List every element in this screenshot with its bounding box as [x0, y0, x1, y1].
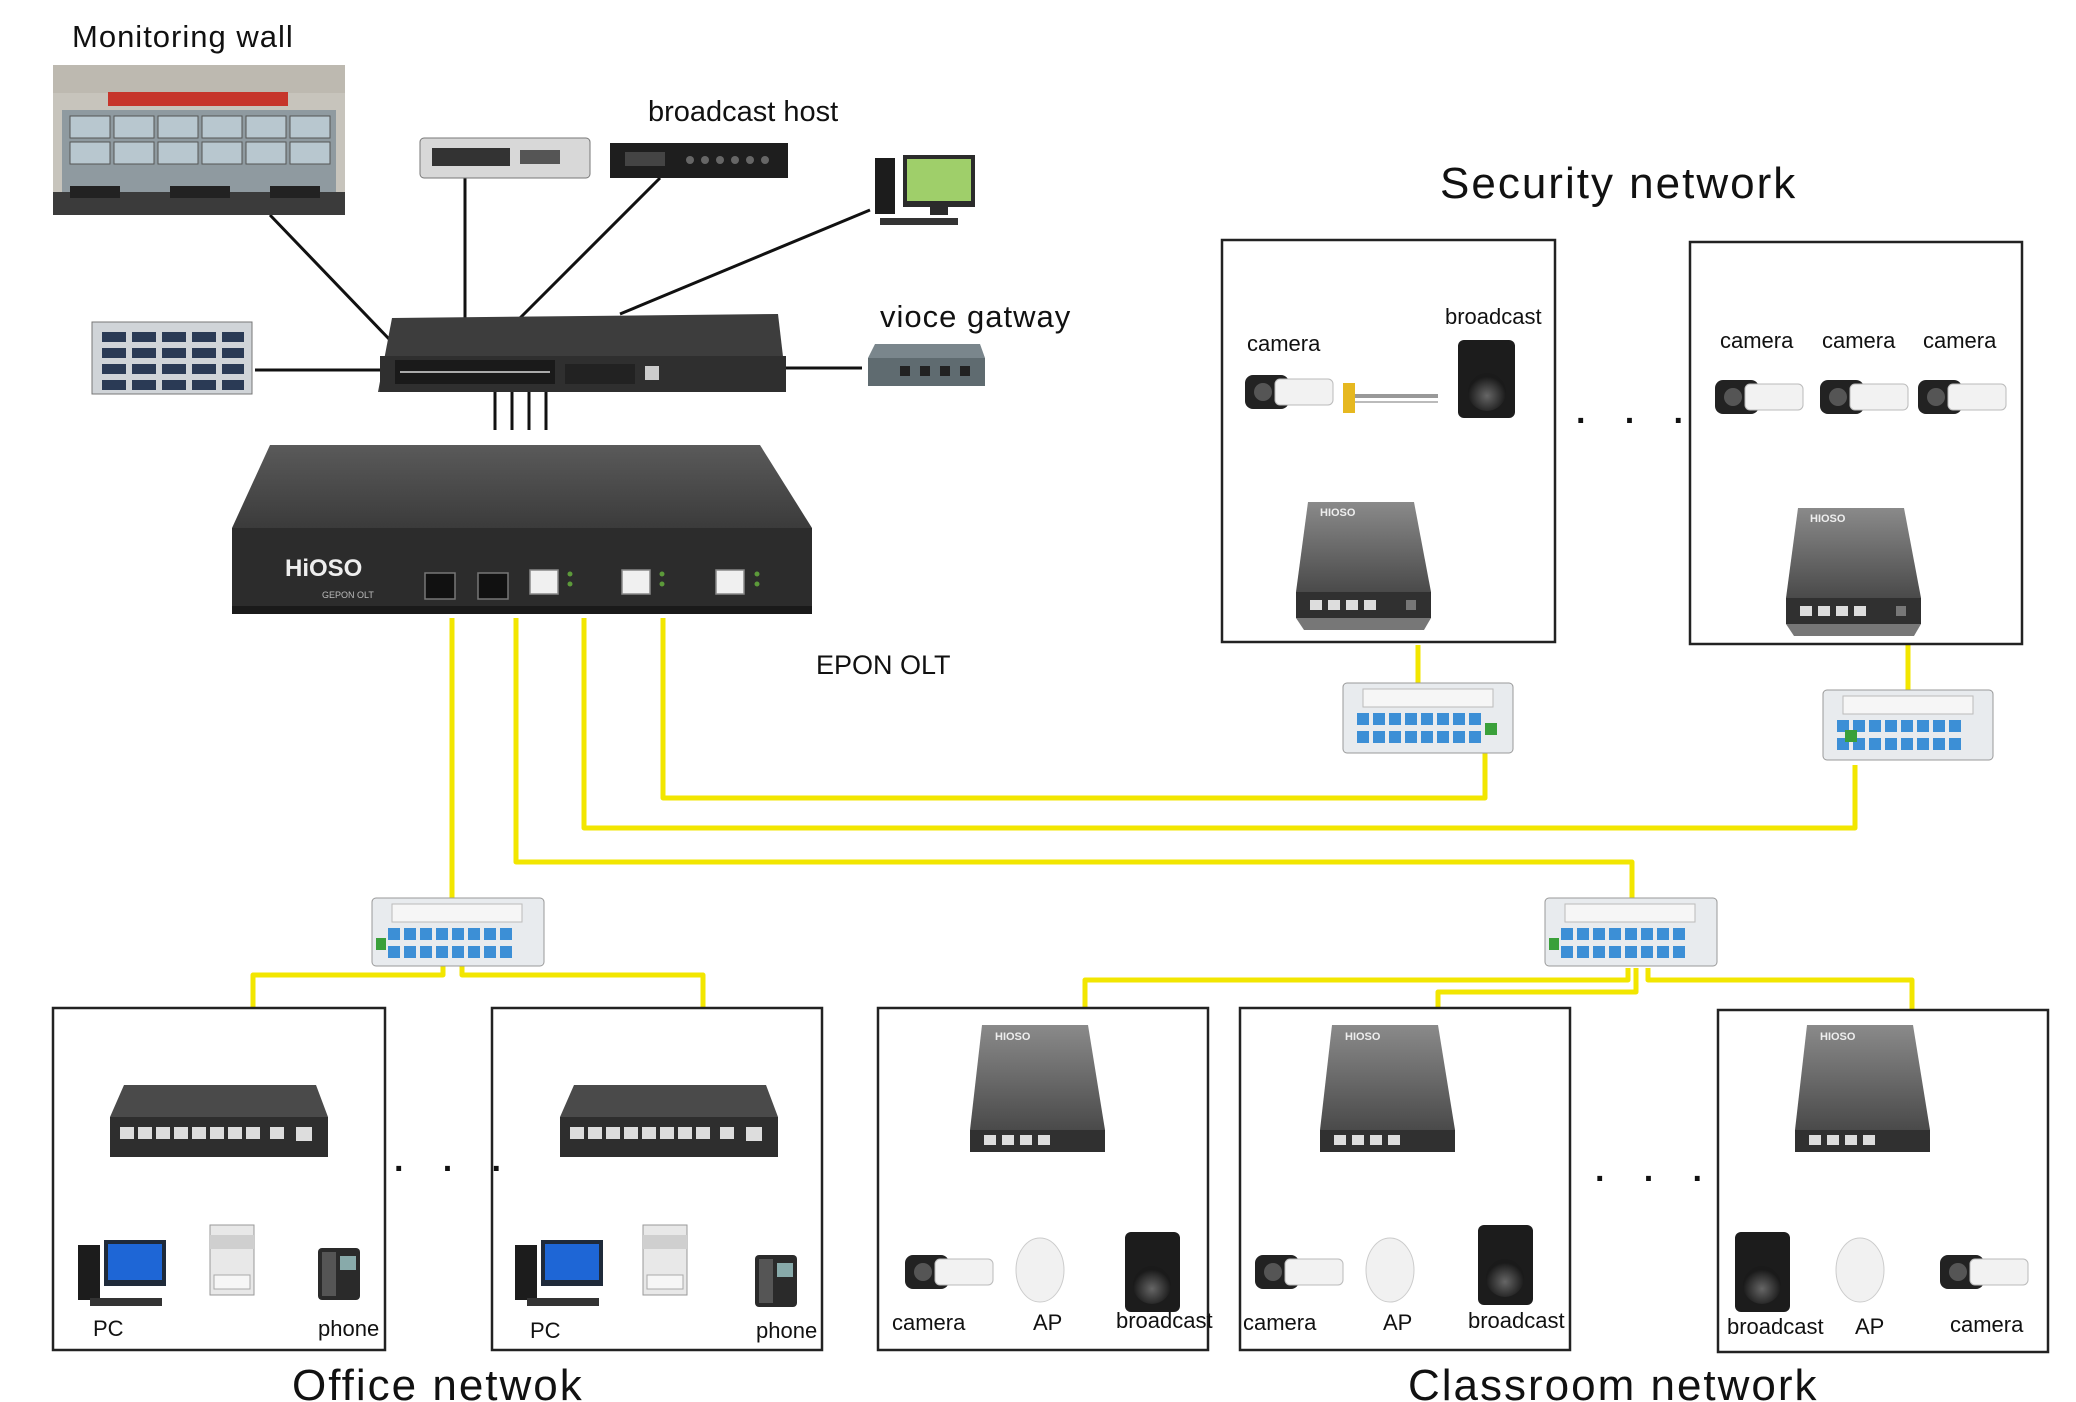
onu-brand-text: HIOSO	[995, 1031, 1031, 1043]
onu-brand-text: HIOSO	[1810, 513, 1846, 525]
onu-brand-text: HIOSO	[1320, 507, 1356, 519]
storage-server	[91, 321, 253, 395]
pc-icon	[515, 1240, 603, 1306]
optical-splitter-icon	[371, 897, 545, 967]
olt-model-text: GEPON OLT	[322, 590, 374, 600]
label-monitoring-wall: Monitoring wall	[72, 19, 294, 54]
device-label-broadcast: broadcast	[1116, 1308, 1213, 1333]
onu-switch-icon	[970, 1025, 1105, 1152]
onu-switch-icon	[1296, 502, 1431, 630]
epon-olt-device	[232, 445, 812, 614]
label-broadcast-host: broadcast host	[648, 96, 838, 128]
desktop-computer	[875, 155, 975, 225]
speaker-icon	[1735, 1232, 1790, 1312]
olt-brand-text: HiOSO	[285, 555, 362, 582]
device-label-pc: PC	[530, 1318, 561, 1343]
device-label-broadcast: broadcast	[1445, 304, 1542, 329]
printer-icon	[642, 1224, 688, 1296]
speaker-icon	[1458, 340, 1515, 418]
core-switch	[378, 314, 786, 392]
printer-icon	[209, 1224, 255, 1296]
onu-brand-text: HIOSO	[1820, 1031, 1856, 1043]
label-office-network: Office netwok	[292, 1361, 584, 1402]
device-label-camera: camera	[1243, 1310, 1317, 1335]
device-label-camera: camera	[1822, 328, 1896, 353]
device-label-phone: phone	[756, 1318, 817, 1343]
label-security-network: Security network	[1440, 159, 1797, 208]
device-label-camera: camera	[1923, 328, 1997, 353]
device-label-camera: camera	[1247, 331, 1321, 356]
ip-phone-icon	[318, 1248, 360, 1300]
device-label-ap: AP	[1033, 1310, 1062, 1335]
ellipsis-classroom: · · ·	[1595, 1160, 1718, 1198]
optical-splitter-icon	[1822, 689, 1994, 761]
camera-icon	[1918, 380, 2007, 414]
device-label-camera: camera	[1720, 328, 1794, 353]
monitoring-wall-image	[53, 65, 345, 215]
device-label-ap: AP	[1855, 1314, 1884, 1339]
camera-icon	[905, 1255, 994, 1289]
device-label-camera: camera	[1950, 1312, 2024, 1337]
broadcast-host-device	[610, 143, 788, 178]
network-switch-small	[419, 137, 591, 179]
access-point-icon	[1365, 1237, 1415, 1303]
optical-splitter-icon	[1342, 682, 1514, 754]
poe-switch-icon	[560, 1085, 778, 1157]
device-label-camera: camera	[892, 1310, 966, 1335]
speaker-icon	[1478, 1225, 1533, 1305]
voice-gateway-device	[868, 344, 985, 386]
camera-icon	[1715, 380, 1804, 414]
onu-switch-icon	[1786, 508, 1921, 636]
pc-icon	[78, 1240, 166, 1306]
ellipsis-office: · · ·	[394, 1150, 517, 1188]
onu-switch-icon	[1320, 1025, 1455, 1152]
device-label-broadcast: broadcast	[1468, 1308, 1565, 1333]
device-label-pc: PC	[93, 1316, 124, 1341]
camera-icon	[1940, 1255, 2029, 1289]
label-vioce-gatway: vioce gatway	[880, 299, 1071, 334]
device-label-phone: phone	[318, 1316, 379, 1341]
speaker-icon	[1125, 1232, 1180, 1312]
access-point-icon	[1015, 1237, 1065, 1303]
onu-switch-icon	[1795, 1025, 1930, 1152]
camera-icon	[1255, 1255, 1344, 1289]
label-classroom-network: Classroom network	[1408, 1361, 1819, 1402]
label-epon-olt: EPON OLT	[816, 650, 951, 680]
onu-brand-text: HIOSO	[1345, 1031, 1381, 1043]
ip-phone-icon	[755, 1255, 797, 1307]
camera-icon	[1245, 375, 1334, 409]
barrier-gate-icon	[1343, 383, 1438, 413]
camera-icon	[1820, 380, 1909, 414]
optical-splitter-icon	[1544, 897, 1718, 967]
access-point-icon	[1835, 1237, 1885, 1303]
device-label-broadcast: broadcast	[1727, 1314, 1824, 1339]
ellipsis-security: · · ·	[1576, 402, 1699, 440]
device-label-ap: AP	[1383, 1310, 1412, 1335]
poe-switch-icon	[110, 1085, 328, 1157]
